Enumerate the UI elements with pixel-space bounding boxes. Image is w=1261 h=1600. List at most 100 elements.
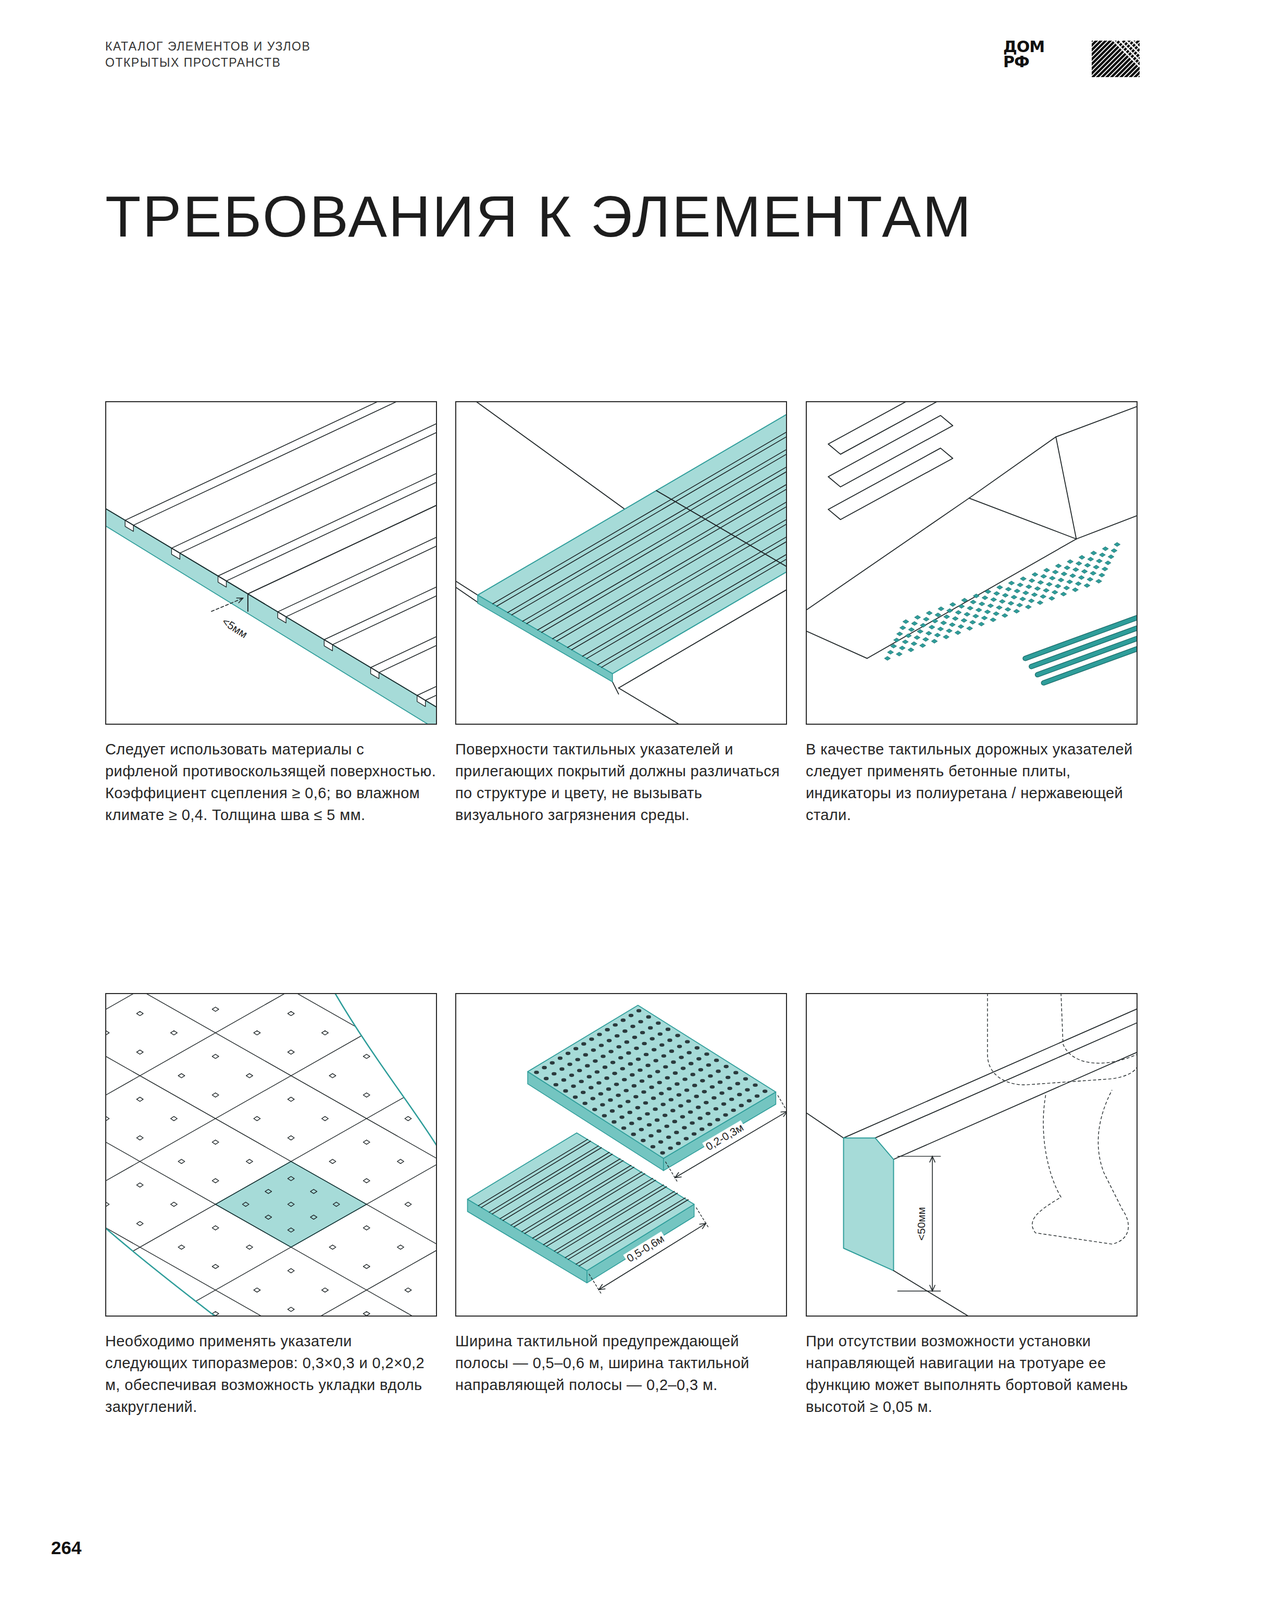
tile-dot <box>681 1125 687 1130</box>
tile-dot <box>672 1119 678 1123</box>
tactile-dot <box>919 643 927 648</box>
tactile-dot <box>943 634 950 640</box>
tile-dot <box>363 1054 370 1059</box>
tactile-dot <box>1031 592 1038 597</box>
tile-joint <box>105 992 438 1317</box>
rib-line <box>277 401 438 612</box>
tile-dot <box>636 1008 642 1013</box>
slab-edge <box>105 508 438 708</box>
tile-dot <box>706 1063 711 1067</box>
tactile-dot <box>1028 598 1035 603</box>
panel-illustration <box>805 401 1138 725</box>
tile-dot <box>105 1287 110 1292</box>
tile-dot <box>680 1066 686 1070</box>
tile-dot <box>632 1035 638 1040</box>
tactile-dot <box>1040 594 1047 599</box>
tactile-dot <box>920 622 927 628</box>
tactile-dot <box>1066 579 1073 584</box>
groove-line <box>500 1152 610 1219</box>
tile-dot <box>620 1018 626 1022</box>
tile-dot <box>723 1064 729 1069</box>
tactile-dot <box>1081 569 1088 574</box>
tile-dot <box>598 1043 604 1047</box>
panel-caption: Поверхности тактильных указателей и прил… <box>455 738 789 826</box>
tactile-dot <box>943 614 951 619</box>
tile-dot <box>752 1082 758 1087</box>
tactile-dot <box>996 605 1003 610</box>
tactile-dot <box>1095 579 1103 584</box>
tactile-dot <box>975 607 982 613</box>
tile-dot <box>604 1027 610 1032</box>
tactile-dot <box>934 612 942 617</box>
tile-dot <box>136 1096 144 1102</box>
tile-joint <box>105 1054 438 1317</box>
tactile-dot <box>1051 590 1058 595</box>
panel-illustration <box>805 992 1138 1317</box>
tile-dot <box>136 1135 144 1140</box>
tile-dot <box>621 1077 627 1082</box>
tile-joint <box>105 992 438 1317</box>
tile-joint <box>105 992 438 1317</box>
tile-dot <box>684 1088 690 1092</box>
tactile-dot <box>887 650 894 655</box>
groove-line <box>492 1147 602 1214</box>
tile-dot <box>580 1090 586 1094</box>
tile-dot <box>713 1106 719 1111</box>
tactile-dot <box>899 625 906 630</box>
tile-dot <box>363 1139 370 1144</box>
panel-caption: В качестве тактильных дорожных указателе… <box>805 738 1140 826</box>
tile-dot <box>743 1077 748 1081</box>
tile-dot <box>136 1306 144 1312</box>
tile-dot <box>684 1039 690 1044</box>
tile-dot <box>136 1182 144 1187</box>
extension-line <box>665 1161 678 1181</box>
curb-section <box>843 1137 894 1271</box>
tactile-dot <box>984 589 992 594</box>
leg-outline <box>1060 992 1138 1064</box>
extension-line <box>897 1290 941 1291</box>
slab-section <box>105 508 438 725</box>
tile-dot <box>573 1046 579 1051</box>
tile-joint <box>105 992 438 1317</box>
groove-line <box>522 401 788 621</box>
tactile-dot <box>972 593 980 598</box>
groove-line <box>556 401 788 642</box>
tactile-dot <box>1064 565 1071 570</box>
tile-dot <box>211 1225 219 1230</box>
curb-edge <box>969 437 1057 499</box>
tactile-dot <box>905 633 912 638</box>
tile-dot <box>136 1220 144 1226</box>
tile-dot <box>596 1032 602 1036</box>
tactile-dot <box>937 626 944 631</box>
foot-outline <box>987 992 1138 1085</box>
tactile-dot <box>1008 580 1015 585</box>
tile-joint <box>105 992 438 1317</box>
tile-dot <box>655 1069 660 1074</box>
tile-dot <box>287 1049 295 1054</box>
tile-dot <box>652 1107 658 1111</box>
tile-dot <box>614 1082 619 1086</box>
arrow-head <box>236 597 244 604</box>
tile-joint <box>105 992 438 1312</box>
tile-joint <box>105 992 438 1317</box>
tile-dot <box>136 1010 144 1016</box>
tactile-dot <box>1048 596 1055 601</box>
tile-dot <box>569 1073 574 1078</box>
page-number: 264 <box>51 1537 82 1558</box>
tactile-dot <box>938 606 945 611</box>
tile-dot <box>688 1061 694 1066</box>
tile-dot <box>637 1068 643 1072</box>
panel-caption: Следует использовать материалы с рифлено… <box>105 738 439 826</box>
tactile-dot <box>931 639 938 644</box>
tile-dot <box>363 1178 370 1183</box>
tile-dot <box>676 1092 682 1097</box>
tile-dot <box>404 1030 412 1035</box>
tile-joint <box>253 992 438 1226</box>
tile-dot <box>676 1141 681 1145</box>
tactile-dot <box>922 617 930 622</box>
tactile-dot <box>940 620 947 626</box>
tile-dot <box>733 1070 739 1075</box>
tile-dot <box>265 1214 272 1219</box>
highlight-tile <box>215 1160 367 1247</box>
tile-dot <box>685 1099 691 1103</box>
